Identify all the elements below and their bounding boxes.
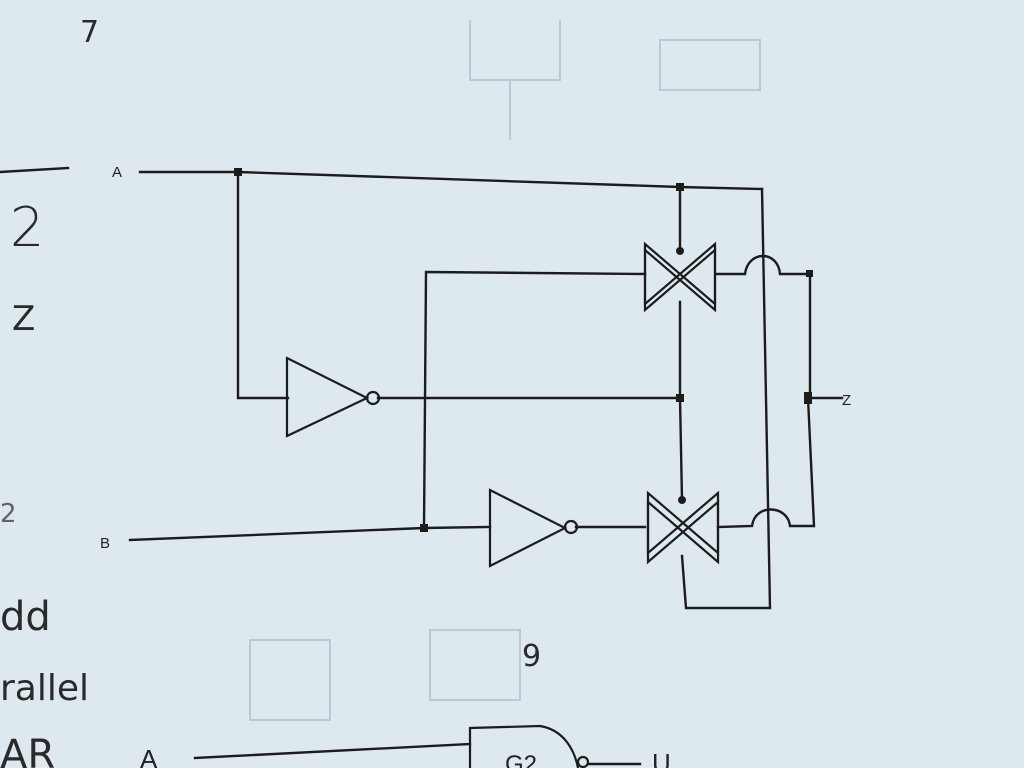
wire-a-bus (138, 170, 764, 191)
output-label-z: Z (842, 392, 851, 409)
margin-mark-dd: dd (0, 594, 51, 640)
margin-overline (0, 166, 70, 174)
next-gate-g2 (468, 724, 580, 768)
next-gate-label: G2 (505, 751, 537, 768)
margin-mark-z: Z (12, 299, 35, 339)
margin-mark-faint: 2 (0, 499, 17, 529)
transmission-gate-bottom (646, 490, 720, 565)
next-output-label: U (652, 748, 671, 768)
next-wire-a (193, 742, 472, 760)
next-input-label-a: A (140, 744, 158, 768)
margin-mark-rallel: rallel (0, 668, 89, 709)
margin-mark-ar: AR (0, 732, 55, 768)
wire-b-to-tg1 (422, 270, 647, 530)
junction-dot (804, 392, 812, 404)
junction-dot (806, 270, 813, 277)
wire-a-to-tg2-gate (680, 187, 772, 610)
junction-dot (234, 168, 242, 176)
junction-dot (676, 394, 684, 402)
junction-dot (676, 183, 684, 191)
inverter-b (488, 488, 579, 568)
junction-dot (676, 247, 684, 255)
wire-not-a-to-tg2-gate (678, 396, 684, 502)
wire-a-to-inverter (236, 170, 290, 400)
wire-b-bus (128, 525, 492, 542)
show-through-ghost (249, 20, 761, 721)
margin-mark-two: 2 (10, 196, 44, 259)
inverter-a (285, 356, 381, 438)
transmission-gate-top (643, 241, 717, 313)
next-circuit-fragment: A G2 U (140, 724, 671, 768)
problem-number-top: 7 (80, 15, 99, 50)
input-label-a: A (112, 164, 122, 181)
junction-dot (678, 496, 686, 504)
input-label-b: B (100, 535, 110, 552)
problem-number-bottom: 9 (522, 639, 541, 674)
junction-dot (420, 524, 428, 532)
wires (128, 170, 844, 610)
next-gate-bubble (576, 755, 590, 768)
junction-dots (234, 168, 813, 532)
